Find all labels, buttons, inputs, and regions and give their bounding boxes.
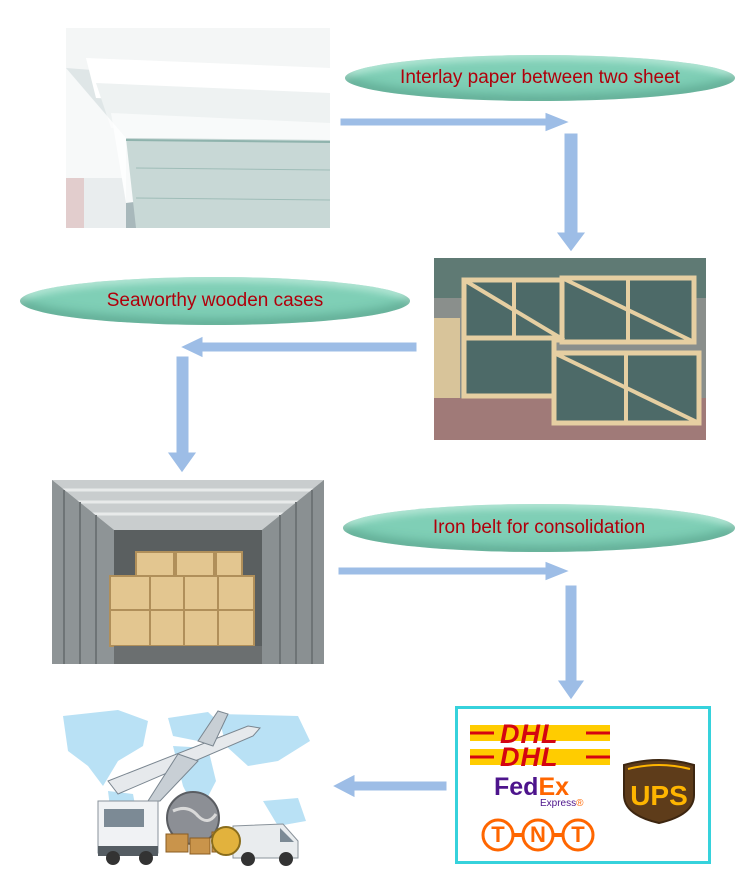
fedex-logo-fed: Fed xyxy=(494,773,539,801)
arrow-down-3 xyxy=(556,584,586,701)
van-icon xyxy=(211,823,299,866)
iron-belt-label-text: Iron belt for consolidation xyxy=(432,517,646,538)
airplane-icon xyxy=(107,710,261,802)
container-photo xyxy=(52,480,324,664)
logistics-world-map-illustration xyxy=(48,706,318,868)
arrow-left-2 xyxy=(330,773,448,799)
dhl-logo-text-bottom: DHL xyxy=(500,742,559,772)
arrow-down-1 xyxy=(555,132,587,253)
arrow-down-2 xyxy=(166,355,198,474)
tnt-logo xyxy=(481,818,595,852)
interlay-paper-label-text: Interlay paper between two sheet xyxy=(400,67,680,88)
glass-sheets-photo xyxy=(66,28,330,228)
seaworthy-cases-label: Seaworthy wooden cases xyxy=(20,277,410,325)
fedex-logo-ex: Ex xyxy=(538,773,570,801)
truck-icon xyxy=(97,800,159,865)
fedex-express-word: Express xyxy=(540,798,577,809)
fedex-express-text: Express® xyxy=(540,798,584,809)
arrow-right-1 xyxy=(339,111,572,133)
tnt-logo-letter: T xyxy=(571,822,585,847)
seaworthy-cases-label-text: Seaworthy wooden cases xyxy=(106,290,324,311)
dhl-logo-text-top: DHL xyxy=(500,719,559,749)
tnt-logo-letter: T xyxy=(491,822,505,847)
dhl-logo xyxy=(470,719,610,771)
arrow-right-2 xyxy=(337,560,572,582)
fedex-registered-mark: ® xyxy=(576,798,584,809)
tnt-logo-letter: N xyxy=(530,822,546,847)
ups-logo: UPS xyxy=(623,759,695,825)
ups-logo-text: UPS xyxy=(630,780,688,811)
wooden-crates-photo xyxy=(434,258,706,440)
fedex-logo: FedEx xyxy=(494,773,569,802)
arrow-left-1 xyxy=(178,335,418,359)
interlay-paper-label: Interlay paper between two sheet xyxy=(345,55,735,101)
iron-belt-label: Iron belt for consolidation xyxy=(343,504,735,552)
